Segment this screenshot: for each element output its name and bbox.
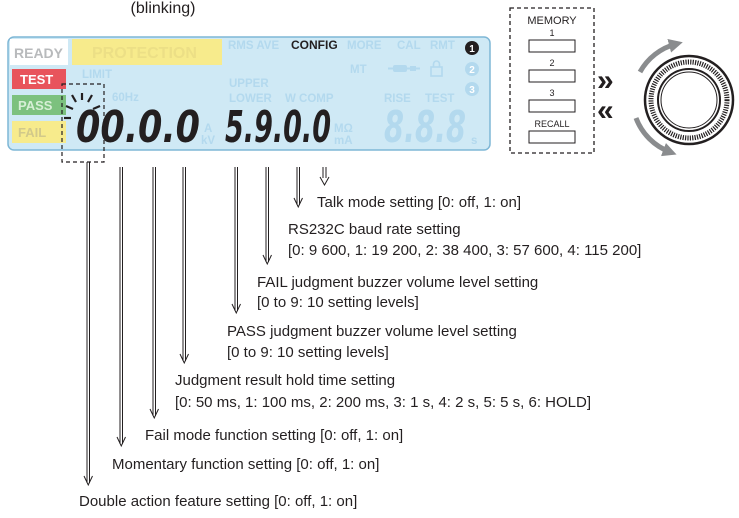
arrow-right-icon: » (597, 64, 614, 97)
baud-rate-values: [0: 9 600, 1: 19 200, 2: 38 400, 3: 57 6… (288, 242, 641, 259)
blink-rays (64, 93, 101, 120)
plug-icon (388, 65, 420, 72)
left-digit-readout: 00.0.0 (76, 102, 200, 153)
recall-label: RECALL (534, 119, 569, 129)
pass-buzzer-label: PASS judgment buzzer volume level settin… (227, 323, 517, 340)
leader-lines (83, 162, 330, 487)
rmt-indicator: RMT (430, 40, 455, 52)
lock-icon (430, 60, 443, 77)
badge-1-label: 1 (469, 44, 475, 55)
more-indicator: MORE (347, 40, 382, 52)
pass-buzzer-values: [0 to 9: 10 setting levels] (227, 344, 389, 361)
rise-indicator: RISE (384, 93, 411, 105)
memory-slot-1-button[interactable] (528, 39, 576, 53)
fail-buzzer-label: FAIL judgment buzzer volume level settin… (257, 274, 538, 291)
right-digit-readout: 5.9.0.0 (225, 102, 331, 153)
test-box (12, 69, 66, 89)
ready-label: READY (14, 45, 64, 61)
memory-slot-3-button[interactable] (528, 99, 576, 113)
blinking-caption: (blinking) (131, 0, 196, 17)
hold-time-values: [0: 50 ms, 1: 100 ms, 2: 200 ms, 3: 1 s,… (175, 394, 591, 411)
knob-arrow-down-icon (633, 117, 677, 157)
protection-label: PROTECTION (92, 45, 197, 62)
memory-slot-3-label: 3 (549, 88, 554, 98)
config-indicator: CONFIG (291, 38, 338, 52)
unit-s: s (471, 135, 477, 147)
fail-box (12, 121, 66, 143)
unit-ma: mA (334, 135, 353, 147)
badge-2 (465, 62, 479, 76)
arrow-left-icon: « (597, 94, 614, 127)
pass-box (12, 95, 66, 115)
test-indicator: TEST (425, 93, 454, 105)
mt-indicator: MT (350, 64, 367, 76)
momentary-label: Momentary function setting [0: off, 1: o… (112, 456, 379, 473)
recall-button[interactable] (528, 130, 576, 144)
limit-indicator: LIMIT (82, 69, 112, 81)
badge-2-label: 2 (469, 65, 475, 76)
badge-3 (465, 82, 479, 96)
memory-title: MEMORY (527, 15, 577, 27)
pass-label: PASS (18, 98, 53, 113)
badge-1 (465, 41, 479, 55)
knob-arrow-up-icon (637, 39, 683, 74)
test-label: TEST (20, 72, 53, 87)
fail-buzzer-values: [0 to 9: 10 setting levels] (257, 294, 419, 311)
talk-mode-label: Talk mode setting [0: off, 1: on] (317, 194, 521, 211)
wcomp-indicator: W COMP (285, 93, 334, 105)
fail-label: FAIL (18, 125, 46, 140)
double-action-label: Double action feature setting [0: off, 1… (79, 493, 357, 510)
memory-slot-1-label: 1 (549, 28, 554, 38)
hz-indicator: 60Hz (112, 92, 139, 104)
rotary-knob-icon[interactable] (643, 54, 735, 146)
lcd-background (7, 36, 491, 151)
memory-panel: MEMORY 1 2 3 RECALL (509, 7, 595, 154)
lower-indicator: LOWER (229, 93, 272, 105)
fail-mode-label: Fail mode function setting [0: off, 1: o… (145, 427, 403, 444)
protection-box (72, 39, 222, 65)
annotation-labels: Talk mode setting [0: off, 1: on] RS232C… (79, 194, 641, 510)
unit-mohm: MΩ (334, 123, 353, 135)
upper-indicator: UPPER (229, 78, 269, 90)
unit-kv: kV (201, 135, 215, 147)
ready-box (10, 39, 68, 65)
memory-slot-2-button[interactable] (528, 69, 576, 83)
unit-a: A (204, 123, 212, 135)
hold-time-label: Judgment result hold time setting (175, 372, 395, 389)
badge-3-label: 3 (469, 85, 475, 96)
rms-ave-indicator: RMS AVE (228, 40, 279, 52)
cal-indicator: CAL (397, 40, 421, 52)
dim-digit-readout: 8.8.8 (384, 102, 466, 153)
baud-rate-label: RS232C baud rate setting (288, 221, 461, 238)
memory-slot-2-label: 2 (549, 58, 554, 68)
lcd-panel: READY TEST PASS FAIL PROTECTION RMS AVE … (7, 36, 491, 163)
blinking-digit-frame (61, 83, 105, 163)
leader-talk-mode (319, 167, 330, 187)
